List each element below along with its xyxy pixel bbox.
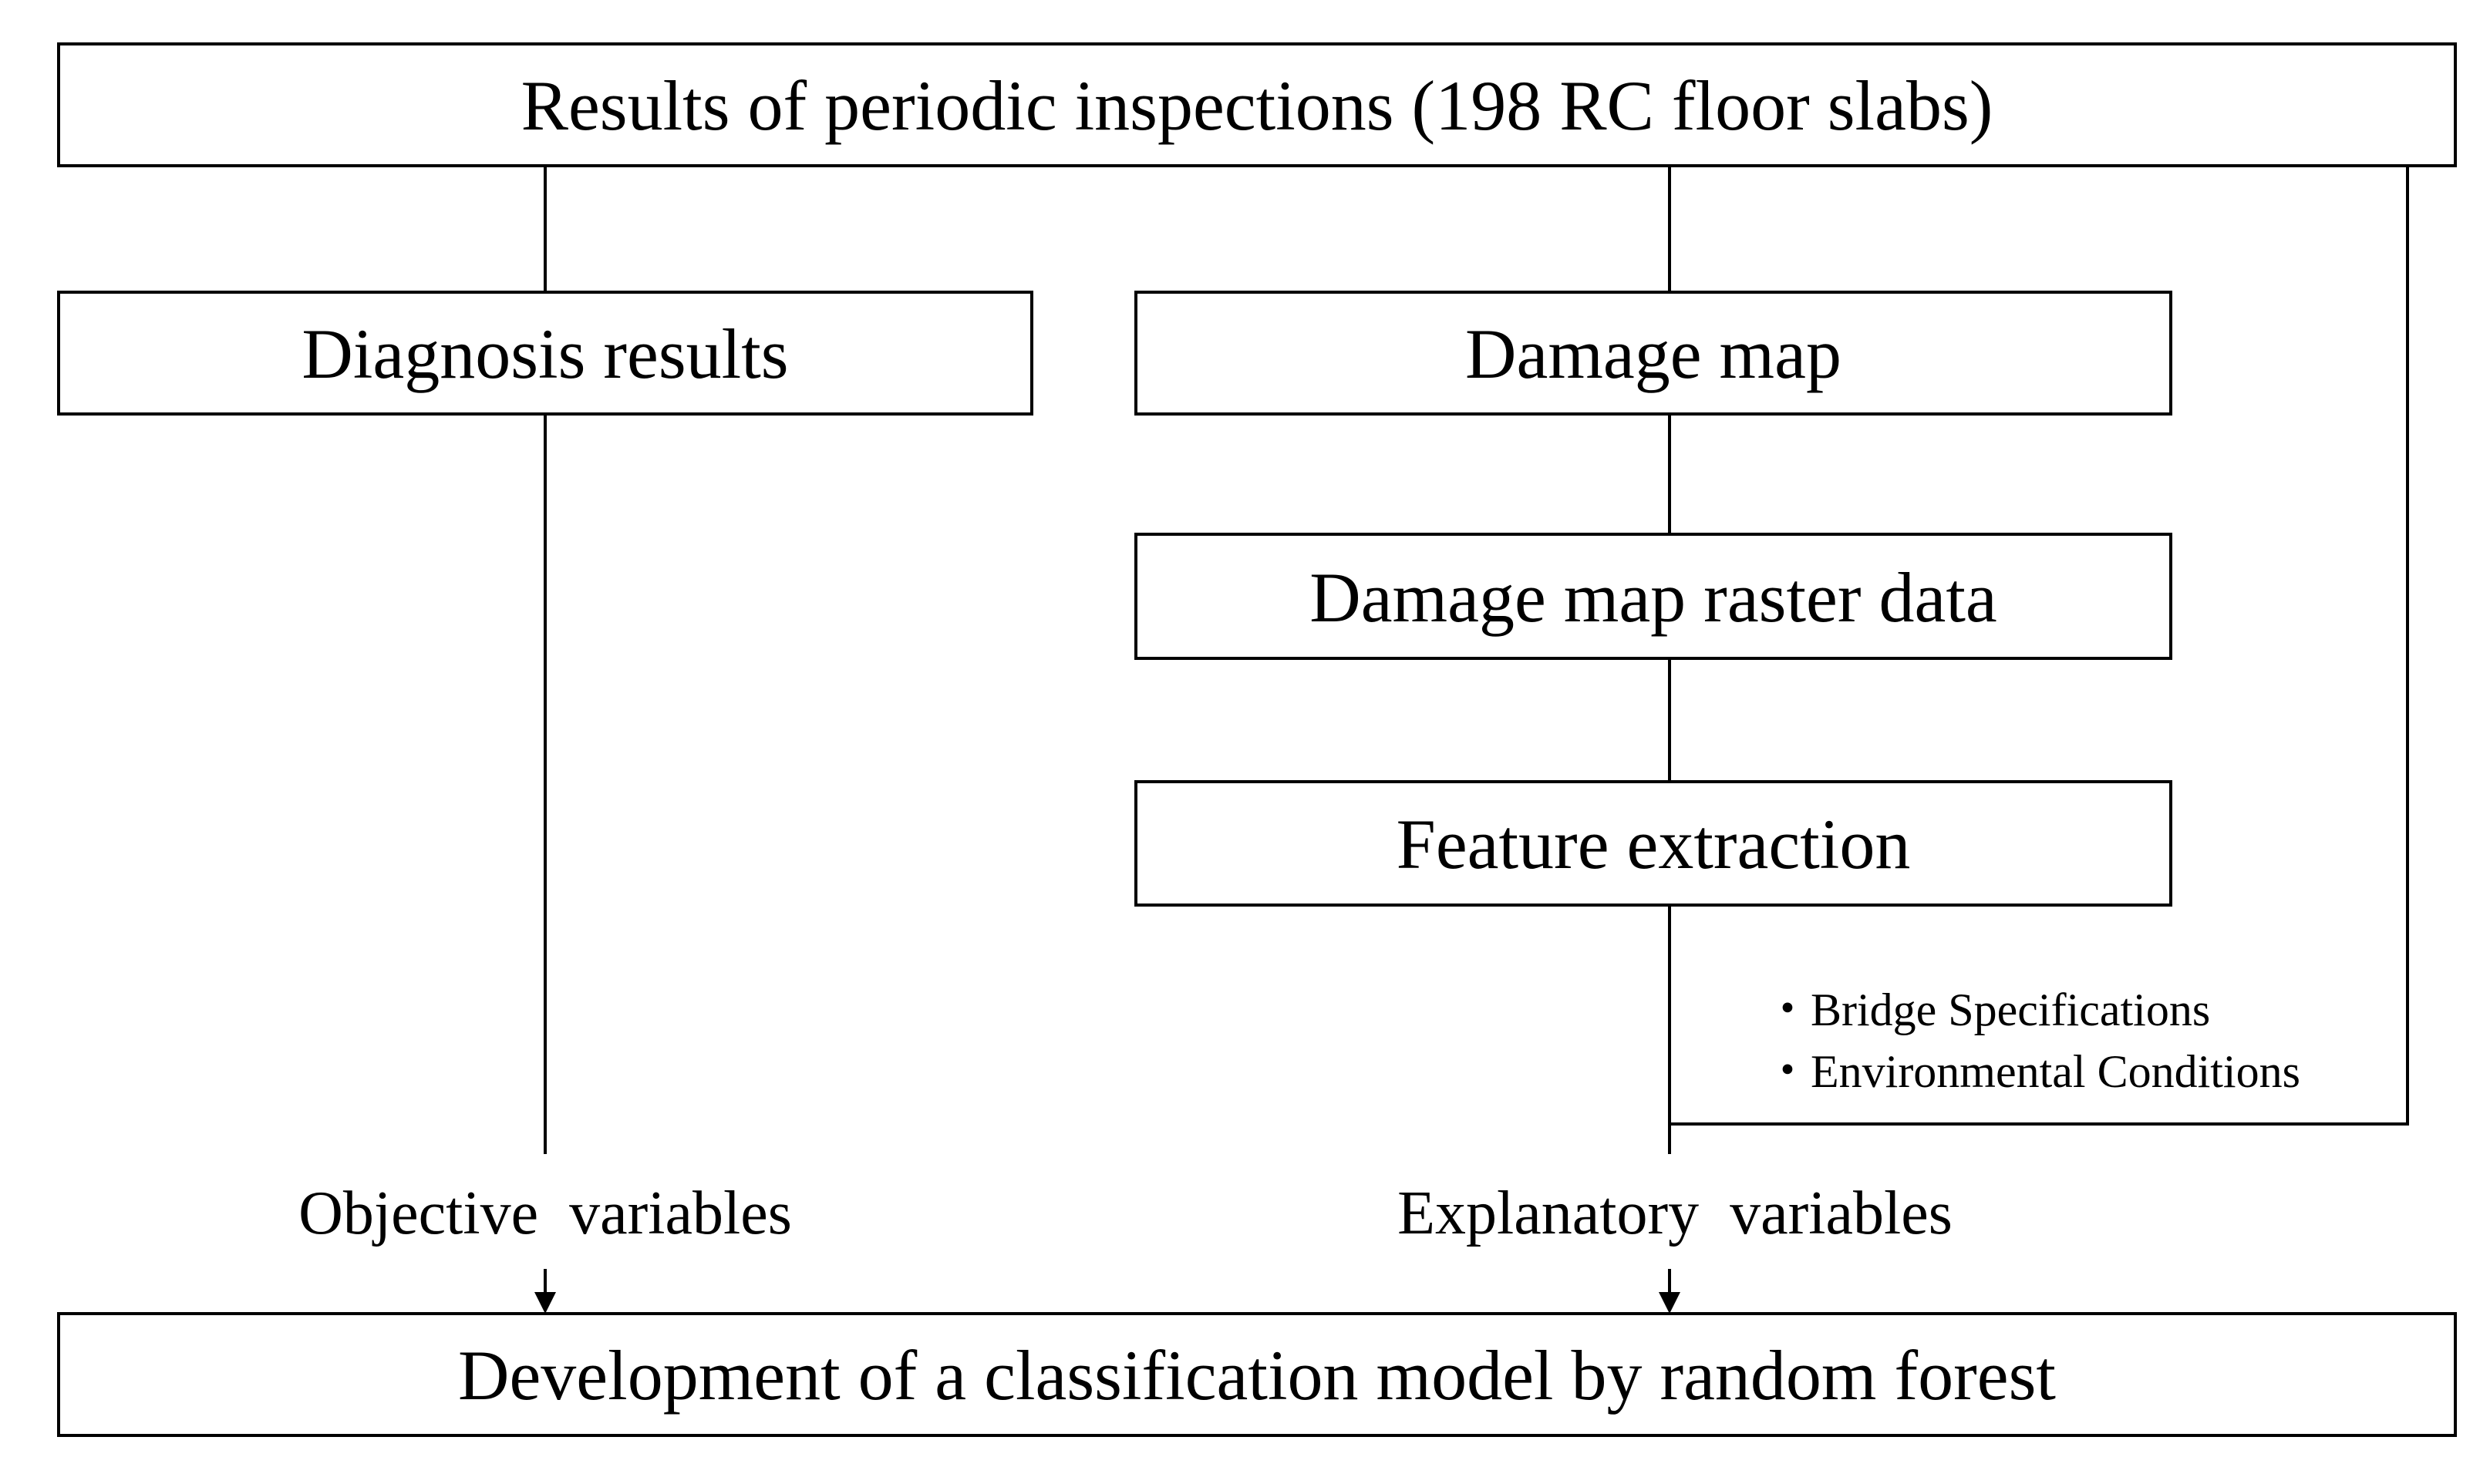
top-box: [57, 42, 2457, 167]
raster-box: [1134, 533, 2172, 660]
arrow-objective-head: [534, 1292, 556, 1314]
diagnosis-box-label: Diagnosis results: [302, 315, 788, 393]
extra-input-environmental-conditions: ・Environmental Conditions: [1764, 1046, 2300, 1097]
bottom-box: [57, 1312, 2457, 1437]
diagnosis-box: [57, 291, 1033, 416]
damage-map-box: [1134, 291, 2172, 416]
explanatory-variables-label: Explanatory variables: [1397, 1179, 1953, 1247]
damage-map-box-label: Damage map: [1465, 315, 1841, 393]
feature-box-label: Feature extraction: [1397, 805, 1911, 883]
bottom-box-label: Development of a classification model by…: [458, 1336, 2056, 1415]
connector-right-bypass: [1670, 167, 2409, 1126]
feature-box: [1134, 780, 2172, 907]
raster-box-label: Damage map raster data: [1309, 558, 1996, 637]
objective-variables-label: Objective variables: [298, 1179, 792, 1247]
arrow-explanatory-head: [1659, 1292, 1680, 1314]
extra-input-bridge-specifications: ・Bridge Specifications: [1764, 984, 2210, 1035]
top-box-label: Results of periodic inspections (198 RC …: [521, 66, 1993, 145]
